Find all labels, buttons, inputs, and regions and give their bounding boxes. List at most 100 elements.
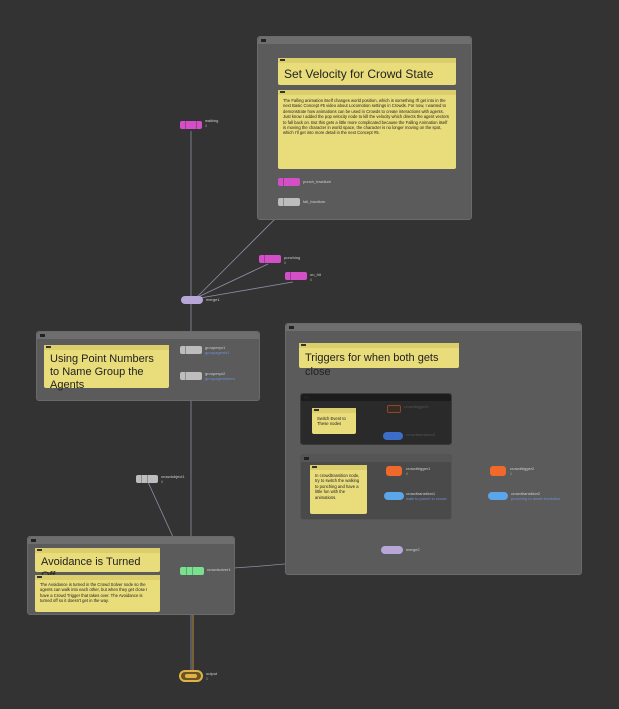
- node-merge1[interactable]: [181, 296, 203, 304]
- node-merge2[interactable]: [381, 546, 403, 554]
- node-name: merge2: [406, 547, 420, 552]
- node-crowdtransition2[interactable]: [488, 492, 508, 500]
- node-name: crowdtransition1: [406, 491, 436, 496]
- box-titlebar[interactable]: [286, 324, 581, 331]
- node-crowdsolver1[interactable]: [180, 567, 204, 575]
- sticky-grip-icon: [37, 549, 42, 551]
- box-grip-icon: [289, 326, 294, 329]
- node-label-groupexpr1: groupexpr1 groupagents1: [205, 345, 230, 355]
- box-grip-icon: [261, 39, 266, 42]
- sticky-grip-icon: [37, 576, 42, 578]
- node-sub: 0: [206, 675, 209, 681]
- node-sub: 8: [310, 276, 313, 282]
- node-sub: 8: [161, 478, 164, 484]
- switch-note: Switch Event to These nodes: [317, 416, 346, 427]
- velocity-title: Set Velocity for Crowd State: [284, 67, 434, 81]
- node-crowdobject1[interactable]: [136, 475, 158, 483]
- sticky-grip-icon: [280, 91, 285, 93]
- node-fall-fowdium[interactable]: [278, 198, 300, 206]
- network-box-triggers[interactable]: Triggers for when both gets close Switch…: [285, 323, 582, 575]
- sticky-velocity-note[interactable]: The Falling animation itself changes wor…: [278, 90, 456, 169]
- node-groupexpr1[interactable]: [180, 346, 202, 354]
- box-titlebar[interactable]: [258, 37, 471, 44]
- node-sub: 8: [406, 470, 409, 476]
- node-name: punching: [284, 255, 301, 260]
- node-walking[interactable]: [180, 121, 202, 129]
- node-name: crowdtrigger2: [510, 466, 535, 471]
- node-name: crowdtrigger1: [406, 466, 431, 471]
- node-groupexpr2[interactable]: [180, 372, 202, 380]
- node-name: merge1: [206, 297, 220, 302]
- avoidance-note: The Avoidance is turned in the Crowd Sol…: [40, 582, 148, 604]
- network-box-transition[interactable]: In crowdtransition node, try to switch t…: [300, 454, 452, 520]
- node-label-switch-transition: crowdtransition3: [406, 432, 436, 438]
- box-titlebar[interactable]: [301, 394, 451, 401]
- velocity-note: The Falling animation itself changes wor…: [283, 98, 449, 136]
- sticky-grip-icon: [46, 346, 51, 348]
- node-label-switch-trigger: crowdtrigger3: [404, 404, 429, 410]
- node-switch-transition[interactable]: [383, 432, 403, 440]
- network-box-groups[interactable]: Using Point Numbers to Name Group the Ag…: [36, 331, 260, 401]
- node-label-crowdtransition2: crowdtransition2 punching to death trans…: [511, 491, 561, 501]
- node-punching[interactable]: [259, 255, 281, 263]
- sticky-grip-icon: [314, 409, 319, 411]
- network-box-velocity[interactable]: Set Velocity for Crowd State The Falling…: [257, 36, 472, 220]
- node-label-walking: walking 8: [205, 118, 219, 128]
- network-box-avoidance[interactable]: Avoidance is Turned Off The Avoidance is…: [27, 536, 235, 615]
- box-titlebar[interactable]: [28, 537, 234, 544]
- sticky-triggers-title[interactable]: Triggers for when both gets close: [299, 343, 459, 378]
- node-label-crowdsolver1: crowdsolver1: [207, 567, 231, 573]
- sticky-groups-title[interactable]: Using Point Numbers to Name Group the Ag…: [44, 345, 169, 391]
- sticky-crowdtransition[interactable]: In crowdtransition node, try to switch t…: [310, 465, 367, 514]
- node-name: on_hit: [310, 272, 321, 277]
- box-grip-icon: [31, 539, 36, 542]
- groups-title: Using Point Numbers to Name Group the Ag…: [50, 353, 154, 391]
- node-crowdtrigger2[interactable]: [490, 466, 506, 476]
- node-output[interactable]: [179, 670, 203, 682]
- node-label-crowdobject1: crowdobject1 8: [161, 474, 185, 484]
- node-crowdtransition1[interactable]: [384, 492, 404, 500]
- triggers-title: Triggers for when both gets close: [305, 352, 439, 378]
- node-sub: walk to punch in crowd: [406, 495, 447, 501]
- sticky-velocity-title[interactable]: Set Velocity for Crowd State: [278, 58, 456, 85]
- box-titlebar[interactable]: [37, 332, 259, 339]
- node-label-merge2: merge2: [406, 547, 420, 553]
- sticky-avoidance-title[interactable]: Avoidance is Turned Off: [35, 548, 160, 582]
- sticky-grip-icon: [280, 59, 285, 61]
- node-label-punching: punching 8: [284, 255, 301, 265]
- node-sub: 8: [205, 122, 208, 128]
- box-grip-icon: [304, 457, 309, 460]
- node-crowdtrigger1[interactable]: [386, 466, 402, 476]
- node-name: output: [206, 671, 218, 676]
- node-sub: groupagents1: [205, 349, 230, 355]
- node-label-merge1: merge1: [206, 297, 220, 303]
- network-box-switch[interactable]: Switch Event to These nodes: [300, 393, 452, 445]
- node-switch-trigger[interactable]: [387, 405, 401, 413]
- node-sub: 8: [510, 470, 513, 476]
- node-sub: groupagentsitem: [205, 375, 235, 381]
- node-label-crowdtransition1: crowdtransition1 walk to punch in crowd: [406, 491, 447, 501]
- node-name: fall_fowdium: [303, 199, 326, 204]
- node-label-on-hit: on_hit 8: [310, 272, 321, 282]
- node-sub: punching to death transition: [511, 495, 561, 501]
- node-label-punch-fowdium: punch_fowdium: [303, 179, 332, 185]
- node-sub: 8: [284, 259, 287, 265]
- sticky-avoidance-note[interactable]: The Avoidance is turned in the Crowd Sol…: [35, 575, 160, 612]
- node-name: crowdtransition2: [511, 491, 541, 496]
- node-label-fall-fowdium: fall_fowdium: [303, 199, 326, 205]
- node-name: punch_fowdium: [303, 179, 332, 184]
- node-name: crowdtrigger3: [404, 404, 429, 409]
- output-flag-icon: [185, 674, 197, 678]
- node-name: groupexpr2: [205, 371, 226, 376]
- box-grip-icon: [304, 396, 309, 399]
- wire-punching-merge1: [197, 263, 269, 298]
- box-titlebar[interactable]: [301, 455, 451, 462]
- node-name: crowdobject1: [161, 474, 185, 479]
- node-name: crowdtransition3: [406, 432, 436, 437]
- sticky-grip-icon: [312, 466, 317, 468]
- node-on-hit[interactable]: [285, 272, 307, 280]
- node-name: walking: [205, 118, 219, 123]
- crowdtransition-note: In crowdtransition node, try to switch t…: [315, 473, 360, 500]
- sticky-switch[interactable]: Switch Event to These nodes: [312, 408, 356, 434]
- node-punch-fowdium[interactable]: [278, 178, 300, 186]
